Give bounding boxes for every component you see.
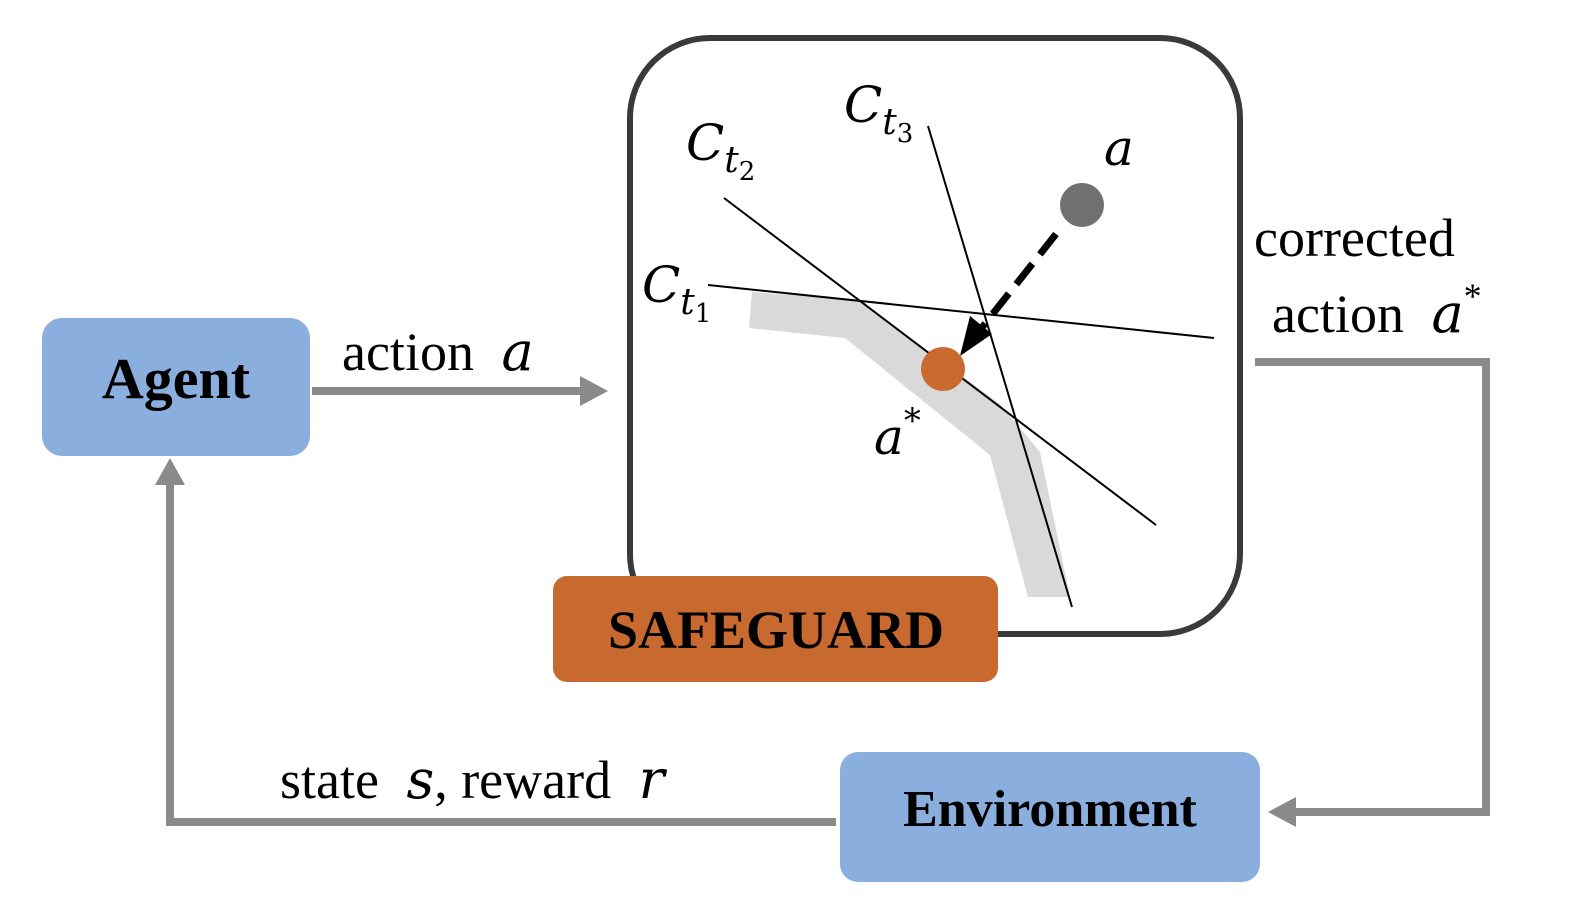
projection-arrowhead: [960, 316, 992, 356]
action-edge-text: action: [342, 322, 474, 382]
agent-box: [42, 318, 310, 456]
safeguard-node: Ct1 Ct2 Ct3 a a* SAFEGUARD: [553, 35, 1243, 682]
corrected-action-arrow: [1255, 358, 1490, 816]
feedback-label: state s, reward r: [280, 748, 668, 811]
constraint-label-2: Ct2: [686, 114, 755, 187]
safeguard-label: SAFEGUARD: [608, 600, 944, 660]
feedback-arrow: [166, 480, 836, 826]
environment-label: Environment: [903, 781, 1197, 838]
action-arrowhead: [580, 376, 608, 406]
corrected-action-edge: corrected action a*: [1254, 208, 1490, 827]
action-edge-label: action a: [342, 320, 534, 383]
corrected-action-arrowhead: [1268, 797, 1296, 827]
projection-arrow: [977, 231, 1059, 333]
corrected-action-label-line2: action a*: [1272, 276, 1482, 345]
corrected-point: [921, 347, 965, 391]
feasible-region: [749, 292, 1070, 597]
action-point: [1060, 183, 1104, 227]
corrected-point-label: a*: [874, 401, 921, 466]
feedback-arrowhead: [155, 458, 185, 485]
feedback-edge: state s, reward r: [155, 458, 836, 826]
constraint-label-1: Ct1: [642, 256, 711, 329]
action-symbol-a: a: [501, 320, 533, 383]
action-edge: action a: [312, 320, 608, 406]
environment-box: [840, 752, 1260, 882]
environment-node: Environment: [840, 752, 1260, 882]
agent-node: Agent: [42, 318, 310, 456]
safeguard-box: [553, 576, 998, 682]
constraint-label-3: Ct3: [844, 76, 913, 149]
action-point-label: a: [1104, 119, 1134, 177]
agent-label: Agent: [102, 346, 251, 411]
constraint-line-1: [707, 284, 1215, 339]
corrected-action-label-line1: corrected: [1254, 208, 1455, 268]
constraint-line-3: [927, 125, 1073, 608]
